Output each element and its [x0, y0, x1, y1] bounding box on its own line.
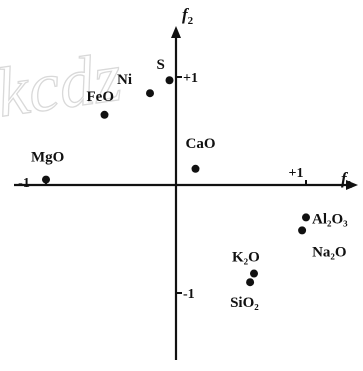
point-3 [165, 76, 174, 85]
axes: f1 f2 [14, 5, 358, 360]
point-2 [146, 89, 154, 98]
point-label-4: CaO [186, 136, 216, 152]
y-tick-label-0: +1 [183, 71, 198, 86]
point-7 [250, 269, 258, 278]
x-axis-label: f1 [341, 169, 352, 191]
point-label-0: MgO [31, 150, 64, 166]
point-label-8: SiO₂ [230, 295, 259, 311]
point-label-1: FeO [87, 89, 115, 105]
point-4 [191, 164, 200, 173]
point-1 [100, 110, 109, 119]
point-label-5: Al₂O₃ [312, 211, 348, 227]
point-label-7: K₂O [232, 250, 260, 266]
y-axis-label-subscript: 2 [188, 15, 194, 27]
point-5 [302, 213, 310, 222]
point-label-3: S [157, 57, 165, 73]
y-tick-label-1: -1 [183, 287, 195, 302]
x-tick-label-1: +1 [289, 166, 304, 181]
x-axis-label-subscript: 1 [347, 179, 353, 191]
data-points [42, 76, 310, 287]
x-axis-arrow [346, 180, 358, 190]
point-6 [298, 226, 307, 235]
point-label-6: Na₂O [312, 244, 347, 260]
y-axis-arrow [171, 26, 181, 38]
point-8 [246, 278, 255, 287]
ticks: -1 +1 +1 -1 [18, 71, 307, 302]
point-label-2: Ni [117, 72, 132, 88]
y-axis-label: f2 [182, 5, 194, 27]
x-tick-label-0: -1 [18, 176, 30, 191]
point-0 [42, 175, 50, 184]
watermark: kcdz [0, 39, 126, 133]
